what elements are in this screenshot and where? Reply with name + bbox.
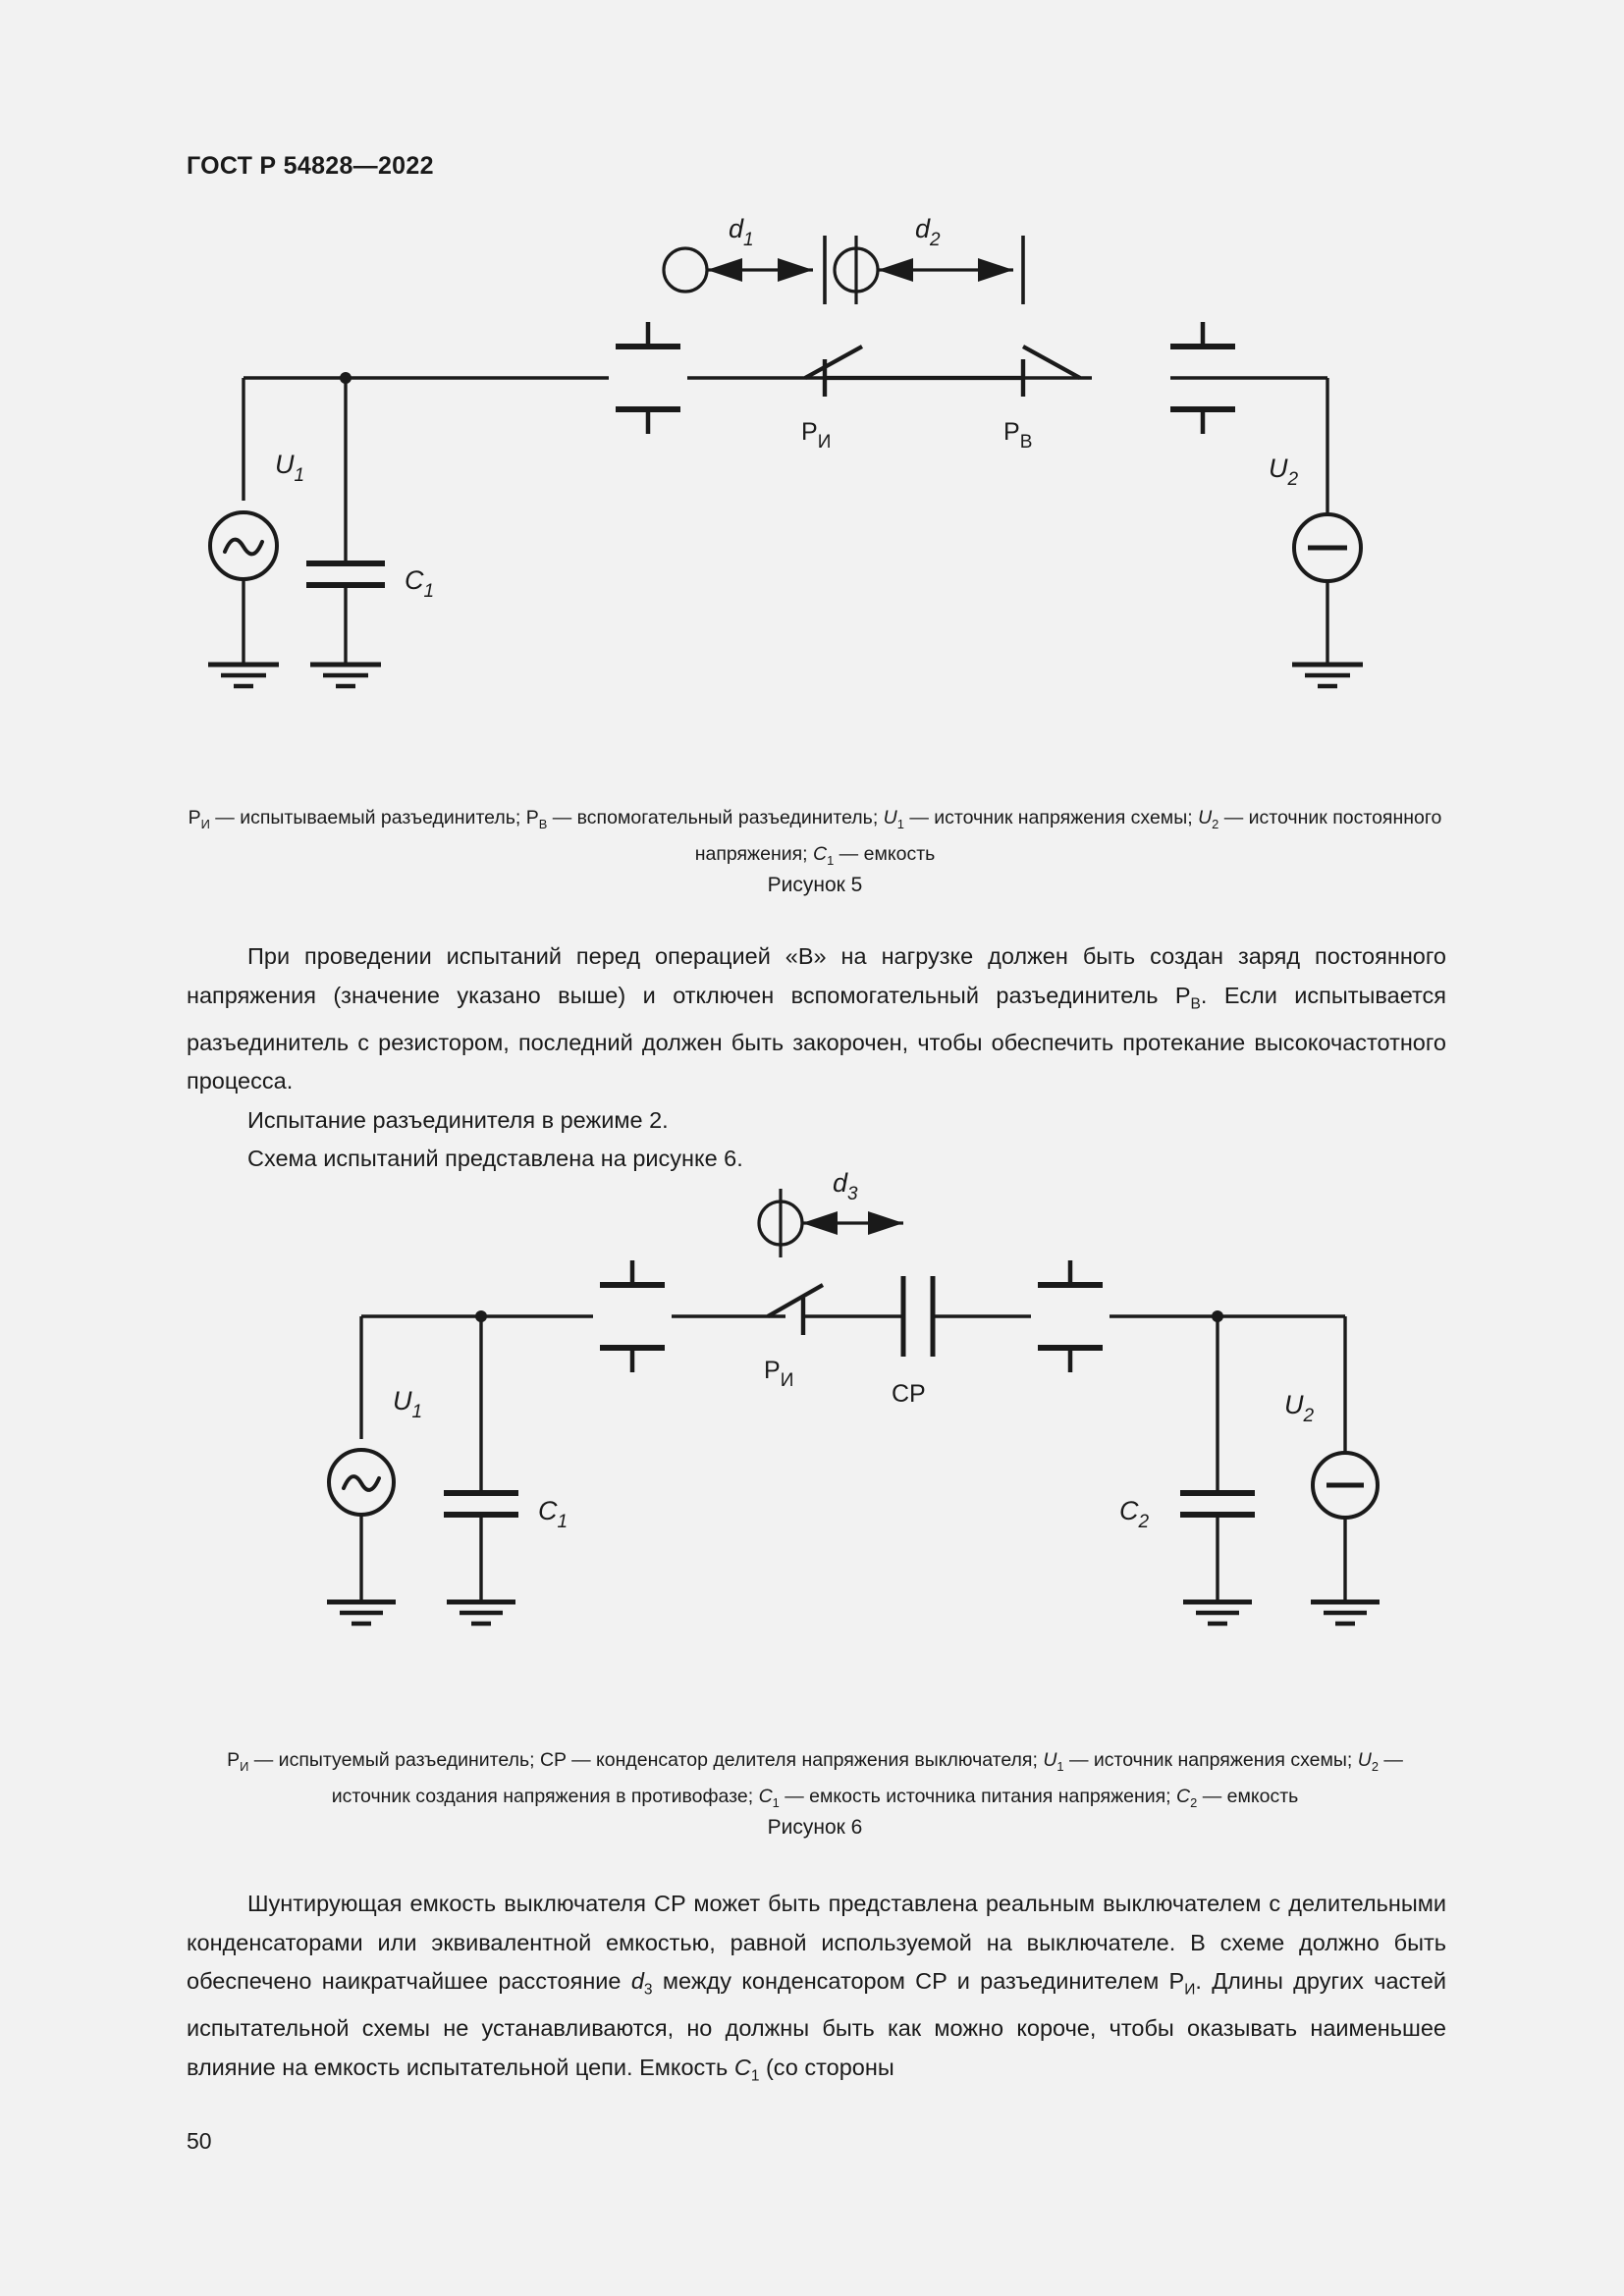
branch-u2 xyxy=(1292,378,1363,689)
label-capacitor-c2: C2 xyxy=(1119,1496,1150,1532)
label-d1: d1 xyxy=(729,214,754,250)
label-switch-ri: РИ xyxy=(801,418,831,453)
dimension-marker-d3 xyxy=(757,1189,903,1257)
paragraph-1: При проведении испытаний перед операцией… xyxy=(187,943,1446,1095)
label-capacitor-cp: CP xyxy=(892,1380,926,1408)
branch-c2 xyxy=(1180,1310,1255,1627)
label-source-u1: U1 xyxy=(275,450,304,486)
label-d3: d3 xyxy=(833,1168,858,1204)
label-capacitor-c1: C1 xyxy=(405,565,434,602)
branch-c1 xyxy=(444,1310,518,1627)
body-text-block-2: Шунтирующая емкость выключателя CP может… xyxy=(187,1885,1446,2096)
dimension-marker-d2 xyxy=(833,236,1025,304)
gap-capacitor-left xyxy=(600,1260,665,1372)
figure-5-diagram: d1 d2 РИ РВ U1 C1 U2 xyxy=(0,187,1624,785)
figure-6-diagram: d3 РИ CP U1 C1 C2 U2 xyxy=(0,1158,1624,1728)
label-source-u1: U1 xyxy=(393,1386,422,1422)
paragraph-4: Шунтирующая емкость выключателя CP может… xyxy=(187,1891,1446,2085)
cap-ri: Р xyxy=(188,807,201,828)
gap-capacitor-right xyxy=(1038,1260,1103,1372)
figure-6-caption: РИ — испытуемый разъединитель; CP — конд… xyxy=(227,1749,1403,1810)
page-number: 50 xyxy=(187,2128,212,2154)
branch-u1 xyxy=(327,1316,396,1627)
label-source-u2: U2 xyxy=(1284,1390,1315,1426)
dimension-marker-d1 xyxy=(662,236,827,304)
branch-u1 xyxy=(208,378,279,689)
branch-u2 xyxy=(1311,1316,1380,1627)
gap-capacitor-right xyxy=(1170,322,1235,434)
branch-c1 xyxy=(306,372,385,689)
figure-5-caption: РИ — испытываемый разъединитель; РВ — вс… xyxy=(188,807,1442,868)
paragraph-2: Испытание разъединителя в режиме 2. xyxy=(247,1106,669,1133)
label-source-u2: U2 xyxy=(1269,454,1299,490)
switch-rv xyxy=(1021,345,1082,380)
label-switch-rv: РВ xyxy=(1003,418,1032,453)
label-switch-ri: РИ xyxy=(764,1357,793,1391)
figure-5-number: Рисунок 5 xyxy=(767,874,863,896)
label-capacitor-c1: C1 xyxy=(538,1496,568,1532)
switch-ri xyxy=(803,345,864,397)
capacitor-cp xyxy=(900,1276,936,1357)
label-d2: d2 xyxy=(915,214,941,250)
paragraph-3: Схема испытаний представлена на рисунке … xyxy=(247,1146,743,1172)
switch-ri xyxy=(766,1283,825,1335)
page-title: ГОСТ Р 54828—2022 xyxy=(187,152,434,180)
figure-6-number: Рисунок 6 xyxy=(767,1816,863,1839)
body-text-block-1: При проведении испытаний перед операцией… xyxy=(187,937,1446,1179)
gap-capacitor-left xyxy=(616,322,680,434)
